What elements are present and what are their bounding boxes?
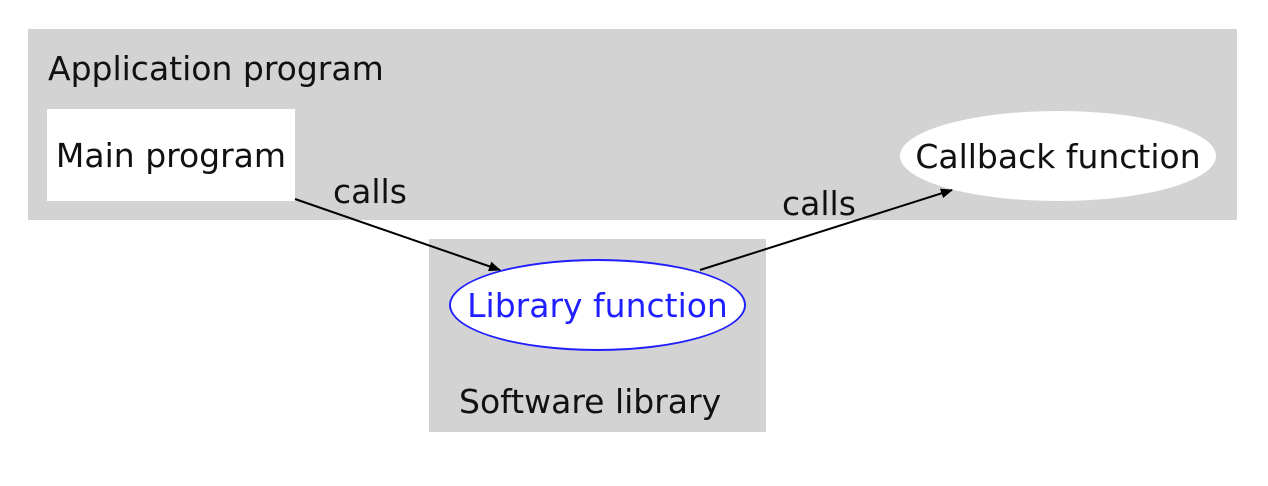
software-library-label: Software library	[459, 382, 722, 421]
application-program-label: Application program	[48, 49, 384, 88]
main-program-node: Main program	[47, 109, 295, 201]
callback-function-label: Callback function	[915, 136, 1201, 176]
main-program-label: Main program	[55, 135, 287, 175]
edge-label-calls-1: calls	[333, 172, 407, 211]
edge-label-calls-2: calls	[782, 184, 856, 223]
callback-function-node: Callback function	[900, 111, 1216, 201]
library-function-node: Library function	[449, 259, 746, 351]
library-function-label: Library function	[467, 285, 728, 325]
